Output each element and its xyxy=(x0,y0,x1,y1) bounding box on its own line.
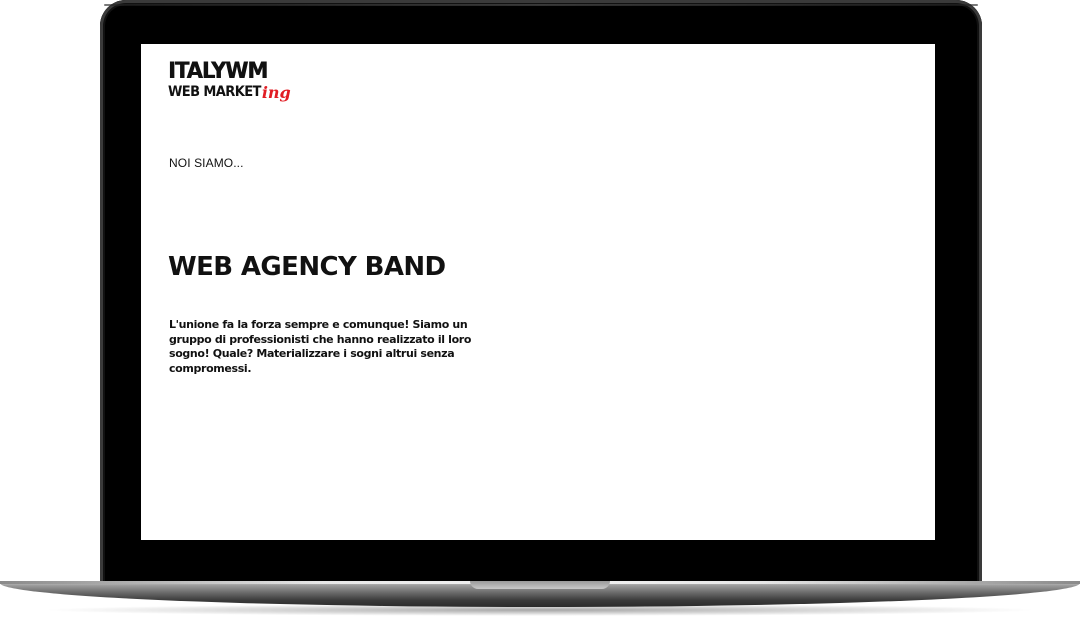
laptop-base-notch xyxy=(470,581,610,589)
hero-body-text: L'unione fa la forza sempre e comunque! … xyxy=(169,318,472,375)
logo-wordmark-top: ITALYWM xyxy=(168,57,268,84)
hero-intro-text: NOI SIAMO... xyxy=(169,156,244,170)
logo-ing-accent: ing xyxy=(261,83,291,102)
logo-web-market-text: WEB MARKET xyxy=(168,84,261,100)
laptop-base-shadow xyxy=(40,604,1040,616)
site-logo[interactable]: ITALYWM WEB MARKETing xyxy=(168,57,291,101)
logo-wordmark-bottom: WEB MARKETing xyxy=(168,83,291,101)
laptop-screen: ITALYWM WEB MARKETing NOI SIAMO... WEB A… xyxy=(141,44,935,540)
hero-headline: WEB AGENCY BAND xyxy=(168,252,446,282)
